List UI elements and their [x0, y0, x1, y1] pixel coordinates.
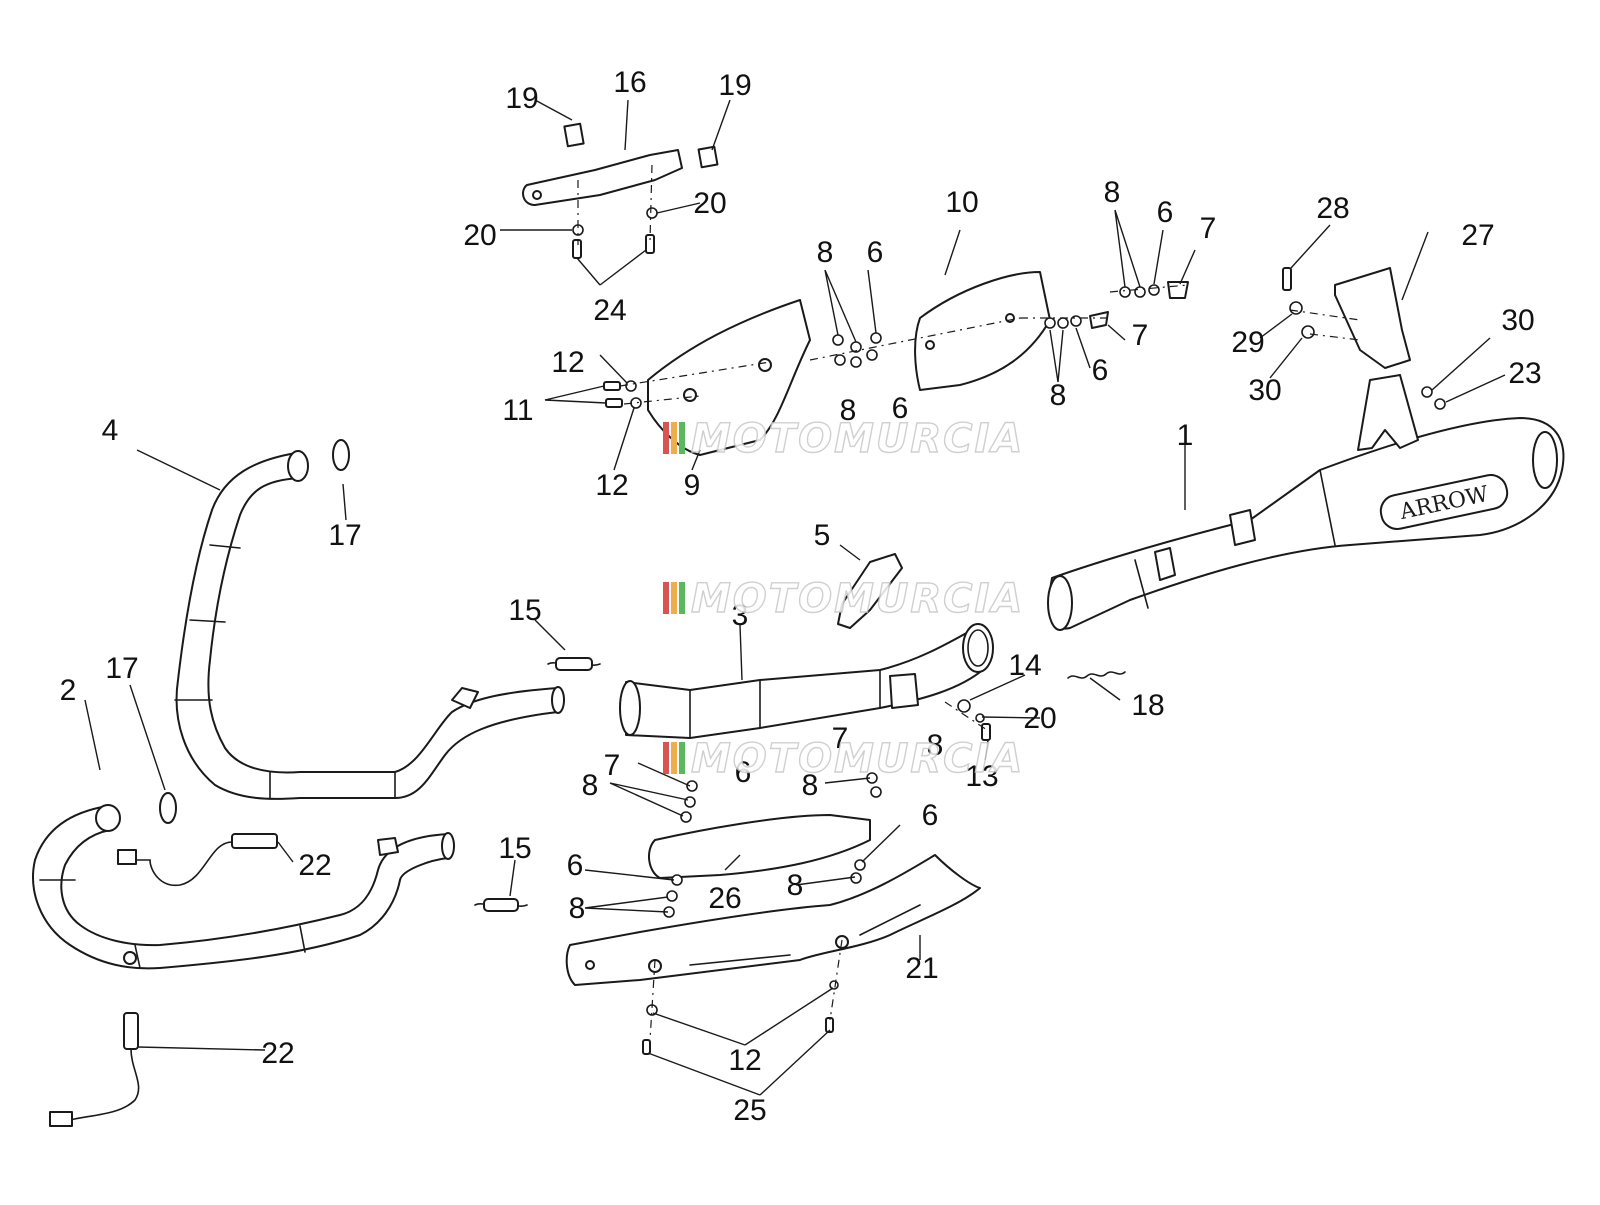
header-pipe-lower — [32, 804, 455, 970]
callout-22: 22 — [298, 849, 331, 882]
callout-6: 6 — [1157, 196, 1174, 229]
callout-14: 14 — [1008, 649, 1041, 682]
callout-8: 8 — [1104, 176, 1121, 209]
spring-upper — [547, 657, 601, 671]
callout-7: 7 — [604, 749, 621, 782]
watermark-text: MOTOMURCIA — [691, 736, 1024, 782]
callout-9: 9 — [684, 469, 701, 502]
callout-5: 5 — [814, 519, 831, 552]
callout-7: 7 — [1200, 212, 1217, 245]
callout-6: 6 — [892, 392, 909, 425]
callout-19: 19 — [505, 82, 538, 115]
watermark-text: MOTOMURCIA — [691, 416, 1024, 462]
watermark-bottom: MOTOMURCIA — [663, 735, 1024, 783]
bracket-5 — [837, 553, 903, 629]
callout-28: 28 — [1316, 192, 1349, 225]
callout-6: 6 — [867, 236, 884, 269]
callout-20: 20 — [1023, 702, 1056, 735]
callout-8: 8 — [569, 892, 586, 925]
callout-8: 8 — [927, 729, 944, 762]
mid-collector-pipe — [619, 623, 994, 739]
watermark-middle: MOTOMURCIA — [663, 575, 1024, 623]
callout-6: 6 — [922, 799, 939, 832]
callout-15: 15 — [508, 594, 541, 627]
callout-11: 11 — [502, 394, 533, 427]
callout-8: 8 — [1050, 379, 1067, 412]
callout-10: 10 — [945, 186, 978, 219]
callout-15: 15 — [498, 832, 531, 865]
header-pipe-upper — [174, 450, 565, 800]
callout-6: 6 — [567, 849, 584, 882]
callout-27: 27 — [1461, 219, 1494, 252]
callout-12: 12 — [595, 469, 628, 502]
lambda-sensor-upper — [117, 833, 278, 886]
callout-20: 20 — [463, 219, 496, 252]
callout-29: 29 — [1231, 326, 1264, 359]
hardware-small-parts — [572, 207, 1446, 1055]
callout-19: 19 — [718, 69, 751, 102]
callout-24: 24 — [593, 294, 626, 327]
callout-16: 16 — [613, 66, 646, 99]
callout-23: 23 — [1508, 357, 1541, 390]
callout-17: 17 — [105, 652, 138, 685]
gasket-lower — [159, 792, 177, 824]
silencer-arrow: ARROW — [1047, 417, 1565, 631]
heat-shield-bottom-21 — [565, 854, 981, 986]
callout-22: 22 — [261, 1037, 294, 1070]
callout-30: 30 — [1501, 304, 1534, 337]
leader-lines — [84, 99, 1506, 1096]
callout-6: 6 — [735, 756, 752, 789]
spring-18 — [1067, 671, 1126, 679]
callout-8: 8 — [817, 236, 834, 269]
callout-21: 21 — [905, 952, 938, 985]
callout-8: 8 — [802, 769, 819, 802]
callout-7: 7 — [832, 722, 849, 755]
callout-2: 2 — [60, 674, 77, 707]
callout-12: 12 — [728, 1044, 761, 1077]
watermark-top: MOTOMURCIA — [663, 415, 1024, 463]
callout-1: 1 — [1177, 419, 1194, 452]
callout-25: 25 — [733, 1094, 766, 1127]
callout-7: 7 — [1132, 319, 1149, 352]
callout-17: 17 — [328, 519, 361, 552]
heat-shield-lower-26 — [648, 814, 871, 879]
callout-20: 20 — [693, 187, 726, 220]
heat-shield-right — [914, 271, 1051, 391]
watermark-text: MOTOMURCIA — [691, 576, 1024, 622]
callout-13: 13 — [965, 760, 998, 793]
spring-lower — [474, 898, 528, 912]
callout-8: 8 — [840, 394, 857, 427]
silencer-bracket — [1334, 267, 1419, 451]
callout-labels: 1 2 3 4 5 6 6 6 6 6 6 6 7 7 7 7 8 8 8 8 … — [60, 66, 1542, 1127]
callout-3: 3 — [732, 599, 749, 632]
callout-30: 30 — [1248, 374, 1281, 407]
assembly-lines — [577, 164, 1361, 1041]
callout-8: 8 — [582, 769, 599, 802]
bracket-16 — [522, 122, 719, 206]
callout-18: 18 — [1131, 689, 1164, 722]
gasket-upper — [332, 439, 350, 471]
callout-12: 12 — [551, 346, 584, 379]
callout-26: 26 — [708, 882, 741, 915]
callout-6: 6 — [1092, 354, 1109, 387]
callout-8: 8 — [787, 869, 804, 902]
lambda-sensor-lower — [49, 1012, 140, 1127]
callout-4: 4 — [102, 414, 119, 447]
